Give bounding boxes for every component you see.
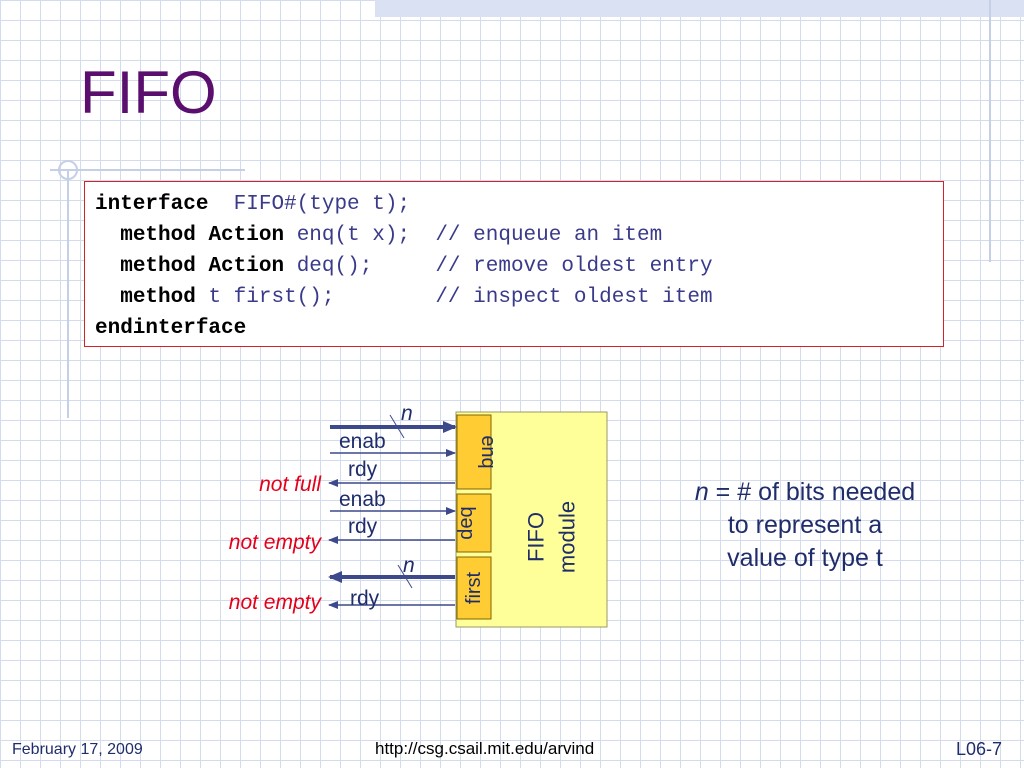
first-bus-width-tick (397, 564, 413, 589)
not-empty-deq-label: not empty (229, 531, 323, 554)
enq-bus-width-tick (389, 414, 405, 439)
bits-note-n: n (694, 478, 709, 506)
bits-note-line1-rest: = # of bits needed (708, 478, 916, 506)
port-deq-label: deq (455, 506, 477, 539)
footer-slide-number: L06-7 (956, 739, 1003, 759)
keyword-method-deq: method (120, 255, 196, 278)
first-comment: // inspect oldest item (435, 286, 713, 309)
first-rdy-label: rdy (350, 587, 380, 610)
interface-name: FIFO#(type t); (233, 193, 411, 216)
enq-enab-label: enab (339, 430, 386, 453)
enq-rdy-label: rdy (348, 458, 378, 481)
module-label-module: module (555, 501, 580, 573)
code-block: interface FIFO#(type t); method Action e… (95, 189, 713, 344)
keyword-method-enq: method (120, 224, 196, 247)
keyword-action-deq: Action (208, 255, 285, 278)
code-box: interface FIFO#(type t); method Action e… (84, 181, 944, 347)
footer-date: February 17, 2009 (12, 741, 143, 758)
port-first-label: first (463, 571, 485, 604)
enq-bus-width-label: n (401, 402, 413, 425)
keyword-endinterface: endinterface (95, 317, 247, 340)
keyword-interface: interface (95, 193, 209, 216)
deq-rdy-label: rdy (348, 515, 378, 538)
not-empty-first-label: not empty (229, 591, 323, 614)
bits-note-line2: to represent a (727, 511, 883, 539)
decorative-vertical-rule-right (989, 0, 991, 262)
decorative-title-rule (50, 169, 245, 171)
deq-signature: deq(); (296, 255, 373, 278)
keyword-method-first: method (120, 286, 196, 309)
first-bus-width-label: n (403, 554, 415, 577)
decorative-vertical-rule-left (67, 170, 69, 418)
module-label-fifo: FIFO (524, 512, 549, 562)
deq-enab-label: enab (339, 488, 386, 511)
top-decorative-band (375, 0, 1024, 17)
enq-comment: // enqueue an item (435, 224, 663, 247)
not-full-label: not full (259, 473, 322, 496)
bits-note-line3: value of type t (727, 544, 883, 572)
enq-signature: enq(t x); (296, 224, 411, 247)
port-enq-box (456, 414, 492, 490)
bits-note: n = # of bits needed to represent a valu… (660, 476, 950, 575)
decorative-circle (58, 160, 78, 180)
slide-title: FIFO (80, 59, 217, 126)
port-deq-box (456, 493, 492, 553)
deq-comment: // remove oldest entry (435, 255, 713, 278)
port-enq-label: enq (477, 435, 499, 468)
bits-note-line1: n = # of bits needed (660, 476, 950, 509)
port-first-box (456, 556, 492, 620)
first-signature: t first(); (208, 286, 335, 309)
footer-url[interactable]: http://csg.csail.mit.edu/arvind (375, 739, 595, 758)
keyword-action-enq: Action (208, 224, 285, 247)
